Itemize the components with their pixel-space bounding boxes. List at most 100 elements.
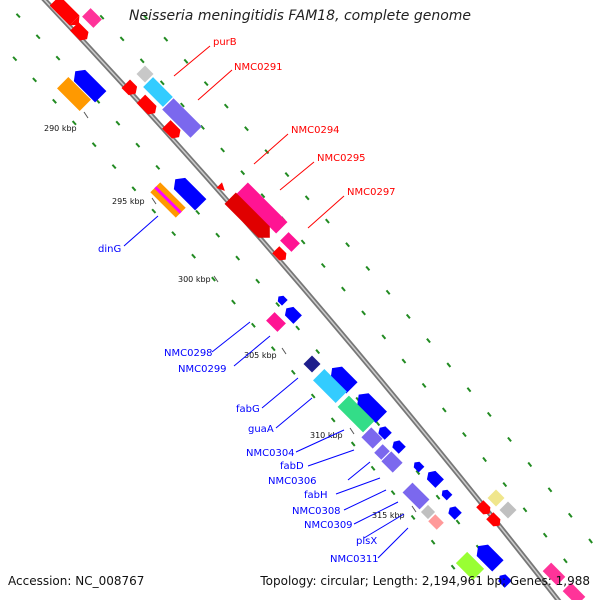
gene-label-dinG: dinG bbox=[98, 244, 121, 255]
guide-dot bbox=[143, 14, 149, 20]
gene-arrow bbox=[420, 504, 436, 520]
gene-arrow bbox=[236, 182, 288, 234]
guide-dot bbox=[195, 209, 201, 215]
guide-dot bbox=[426, 338, 431, 344]
gene-arrow bbox=[154, 186, 182, 214]
guide-dot bbox=[284, 172, 290, 178]
guide-dot bbox=[315, 349, 321, 355]
guide-dot bbox=[381, 334, 387, 340]
guide-dot bbox=[300, 239, 306, 245]
gene-label-NMC0311: NMC0311 bbox=[330, 554, 379, 565]
gene-arrow bbox=[73, 69, 107, 103]
gene-arrow bbox=[82, 8, 102, 28]
guide-dot bbox=[215, 232, 221, 238]
map-title: Neisseria meningitidis FAM18, complete g… bbox=[128, 8, 472, 24]
gene-arrow bbox=[476, 544, 504, 572]
gene-label-guaA: guaA bbox=[248, 424, 274, 435]
guide-dot bbox=[220, 147, 226, 153]
gene-arrow bbox=[413, 461, 425, 473]
tick-label: 310 kbp bbox=[310, 431, 343, 440]
guide-dot bbox=[270, 346, 276, 352]
gene-arrow bbox=[378, 426, 392, 440]
guide-dot bbox=[295, 325, 301, 331]
gene-label-fabD: fabD bbox=[280, 461, 304, 472]
tick-marks: 290 kbp 295 kbp 300 kbp 305 kbp 310 kbp … bbox=[44, 111, 417, 520]
guide-dot bbox=[421, 382, 427, 388]
gene-arrow bbox=[70, 22, 89, 41]
gene-arrow bbox=[330, 366, 358, 394]
guide-dot bbox=[151, 208, 157, 214]
guide-dot bbox=[163, 36, 169, 42]
guide-dots bbox=[12, 13, 593, 570]
guide-dot bbox=[563, 558, 568, 564]
guide-dot bbox=[450, 564, 456, 570]
reverse-genes bbox=[57, 69, 512, 588]
guide-dot bbox=[320, 262, 326, 269]
tick-label: 300 kbp bbox=[178, 275, 211, 284]
guide-dot bbox=[446, 362, 452, 368]
gene-label-NMC0304: NMC0304 bbox=[246, 448, 295, 459]
tick-label: 315 kbp bbox=[372, 511, 405, 520]
guide-dot bbox=[159, 80, 165, 86]
gene-arrow bbox=[277, 295, 288, 306]
guide-dot bbox=[486, 411, 492, 417]
gene-arrow bbox=[224, 192, 270, 238]
guide-dot bbox=[325, 218, 330, 224]
gene-arrow bbox=[313, 369, 347, 403]
gene-arrow bbox=[448, 506, 462, 520]
guide-dot bbox=[588, 538, 593, 544]
gene-arrow bbox=[361, 427, 383, 449]
guide-dot bbox=[310, 393, 316, 399]
gene-label-NMC0294: NMC0294 bbox=[291, 125, 340, 136]
guide-dot bbox=[341, 286, 346, 292]
guide-dot bbox=[522, 507, 528, 513]
gene-label-plsX: plsX bbox=[356, 536, 377, 547]
guide-dot bbox=[390, 490, 396, 496]
guide-dot bbox=[401, 358, 407, 364]
gene-arrow bbox=[280, 232, 300, 252]
guide-dot bbox=[410, 514, 416, 520]
guide-dot bbox=[52, 98, 57, 104]
gene-label-fabH: fabH bbox=[304, 490, 328, 501]
guide-dot bbox=[466, 387, 472, 393]
guide-dot bbox=[15, 13, 21, 19]
guide-dot bbox=[350, 441, 356, 447]
guide-dot bbox=[290, 369, 296, 375]
guide-dot bbox=[119, 36, 125, 42]
guide-dot bbox=[435, 494, 441, 500]
guide-dot bbox=[260, 193, 266, 199]
guide-dot bbox=[135, 142, 141, 148]
gene-arrow bbox=[121, 79, 138, 96]
guide-dot bbox=[415, 469, 421, 476]
guide-dot bbox=[502, 482, 508, 488]
tick-mark bbox=[281, 347, 287, 355]
genome-summary-text: Topology: circular; Length: 2,194,961 bp… bbox=[260, 574, 590, 588]
gene-label-NMC0297: NMC0297 bbox=[347, 187, 396, 198]
guide-dot bbox=[139, 58, 145, 64]
guide-dot bbox=[35, 34, 41, 40]
guide-dot bbox=[223, 103, 229, 109]
guide-dot bbox=[251, 322, 256, 328]
gene-label-NMC0309: NMC0309 bbox=[304, 520, 353, 531]
reverse-gene-labels bbox=[123, 215, 409, 559]
guide-dot bbox=[375, 421, 381, 427]
guide-dot bbox=[405, 313, 411, 319]
guide-dot bbox=[12, 56, 18, 62]
tick-label: 295 kbp bbox=[112, 197, 145, 206]
guide-dot bbox=[430, 539, 436, 545]
gene-arrow bbox=[173, 177, 207, 211]
guide-dot bbox=[455, 519, 461, 525]
guide-dot bbox=[99, 14, 105, 20]
tick-mark bbox=[151, 197, 157, 205]
guide-dot bbox=[235, 255, 241, 261]
gene-arrow bbox=[357, 393, 387, 423]
guide-dot bbox=[131, 186, 137, 192]
guide-dot bbox=[91, 142, 97, 148]
guide-dot bbox=[385, 289, 391, 295]
guide-dot bbox=[71, 120, 77, 126]
accession-text: Accession: NC_008767 bbox=[8, 574, 145, 588]
guide-dot bbox=[264, 149, 270, 155]
guide-dot bbox=[507, 436, 512, 442]
gene-arrow bbox=[441, 489, 453, 501]
